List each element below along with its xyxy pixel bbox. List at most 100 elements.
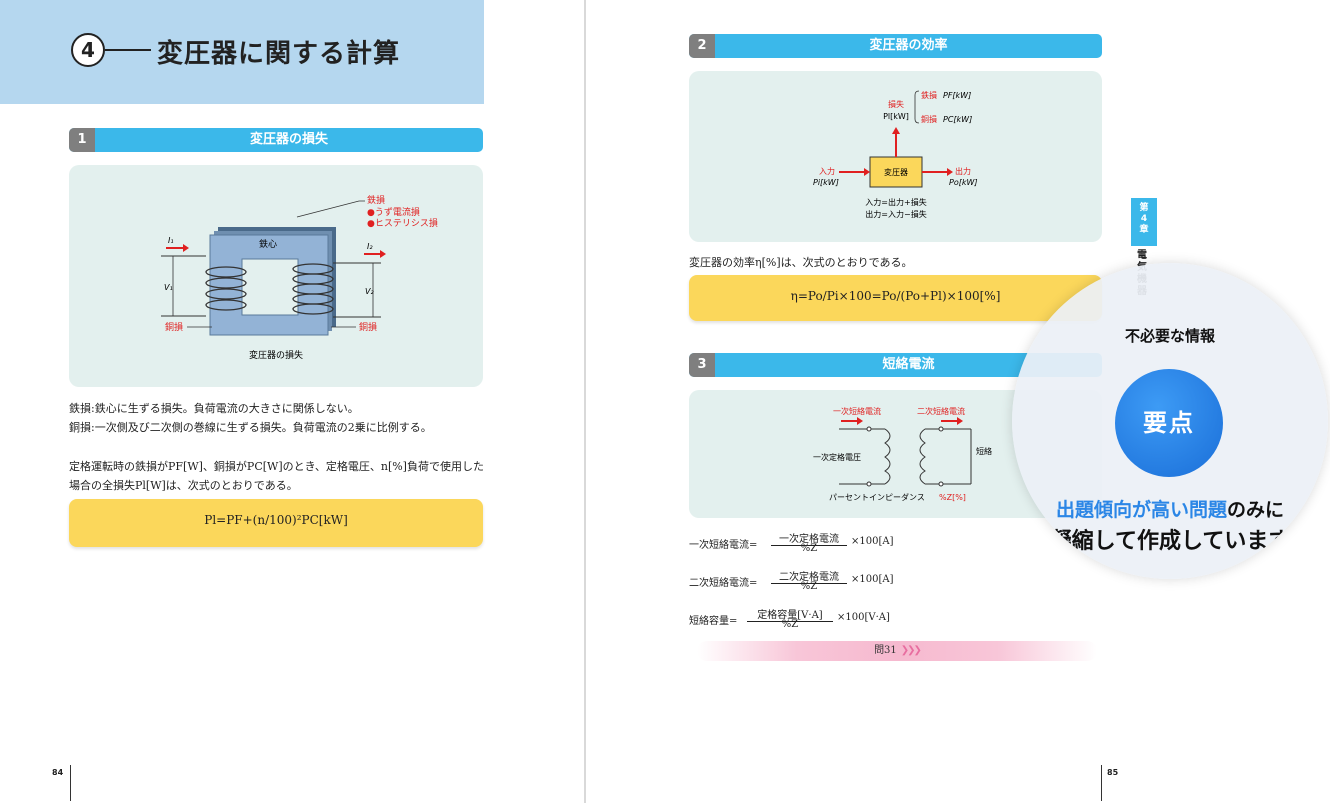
page-tick-left [70,765,71,801]
loss-brace [914,90,920,124]
secondary-coil [292,263,334,315]
iron-loss-label: 鉄損 [367,194,385,206]
circuit-wires [839,428,972,485]
page-number-left: 84 [52,768,64,777]
section-number: 2 [689,34,715,58]
output-symbol: Po[kW] [949,178,978,187]
overlay-line1-rest: のみに [1227,499,1285,521]
eq-numerator: 定格容量[V·A] [747,606,833,622]
efficiency-diagram: 損失 Pl[kW] 鉄損 PF[kW] 銅損 PC[kW] 入力 Pi[kW] … [813,90,978,219]
side-tab-char: 章 [1139,225,1149,235]
key-points-badge: 要点 [1115,369,1223,477]
eq-rhs: ×100[A] [851,574,894,585]
side-subject-char: 電 [1137,250,1147,261]
section-title: 変圧器の効率 [869,38,948,53]
terminal [938,426,944,432]
output-label: 出力 [955,166,971,176]
eq-denominator: %Z [800,581,818,592]
total-loss-formula-box: Pl=PF+(n/100)²PC[kW] [69,499,483,547]
terminal [938,481,944,487]
eddy-loss-label: ●うず電流損 [367,206,420,218]
input-arrow-head [864,168,870,176]
short-circuit-diagram: 一次短絡電流 二次短絡電流 一次定格電圧 短絡 パーセントインピーダンス %Z[… [813,406,992,502]
section-bar-1: 1 変圧器の損失 [69,128,483,152]
core-window [241,258,299,316]
eq-denominator: %Z [781,619,799,630]
loss-symbol: Pl[kW] [883,112,909,121]
iron-loss-label: 鉄損 [921,90,937,100]
input-symbol: Pi[kW] [813,178,839,187]
i2-arrow-head [380,250,386,258]
eq-denominator: %Z [800,543,818,554]
total-loss-text: 定格運転時の鉄損がPF[W]、銅損がPC[W]のとき、定格電圧、n[%]負荷で使… [69,457,484,495]
efficiency-text: 変圧器の効率η[%]は、次式のとおりである。 [689,256,913,269]
copper-loss-left-label: 銅損 [165,321,183,333]
eq-rhs: ×100[V·A] [837,612,890,623]
input-label: 入力 [819,166,835,176]
primary-coil [205,266,247,311]
i1-label: I₁ [168,236,174,245]
iron-loss-leader [296,200,365,218]
efficiency-figure: 損失 Pl[kW] 鉄損 PF[kW] 銅損 PC[kW] 入力 Pi[kW] … [689,71,1102,242]
side-tab-char: 第 [1139,203,1149,213]
core-label: 鉄心 [259,238,277,250]
overlay-line2: 凝縮して作成しています [1049,529,1291,554]
eq-numerator: 一次定格電流 [771,530,847,546]
related-question-link[interactable]: 問31❯❯❯ [697,641,1097,661]
core-front [209,234,329,336]
loss-definitions: 鉄損:鉄心に生ずる損失。負荷電流の大きさに関係しない。 銅損:一次側及び二次側の… [69,399,432,437]
copper-loss-symbol: PC[kW] [943,115,972,124]
overlay-line1: 出題傾向が高い問題のみに [1012,495,1328,522]
v1-label: V₁ [164,283,173,292]
transformer-label: 変圧器 [884,167,908,177]
section-number: 3 [689,353,715,377]
chapter-divider [105,49,151,51]
impedance-symbol: %Z[%] [939,493,966,502]
eq-lhs: 短絡容量= [689,616,738,627]
hysteresis-loss-label: ●ヒステリシス損 [367,217,438,229]
copper-loss-definition: 銅損:一次側及び二次側の巻線に生ずる損失。負荷電流の2乗に比例する。 [69,421,432,434]
loss-arrow-head [892,127,900,134]
efficiency-formula-box: η=Po/Pi×100=Po/(Po+Pl)×100[%] [689,275,1102,321]
secondary-current-label: 二次短絡電流 [917,406,965,416]
relation-2: 出力=入力−損失 [865,209,926,219]
impedance-label: パーセントインピーダンス [829,492,925,502]
copper-loss-label: 銅損 [921,114,937,124]
section-title: 短絡電流 [882,357,935,372]
side-tab-char: 4 [1140,214,1148,224]
relation-1: 入力=出力+損失 [865,197,926,207]
eq-lhs: 一次短絡電流= [689,540,758,551]
primary-current-label: 一次短絡電流 [833,406,881,416]
key-points-overlay: 不必要な情報 要点 出題傾向が高い問題のみに 凝縮して作成しています [1012,263,1328,579]
iron-loss-definition: 鉄損:鉄心に生ずる損失。負荷電流の大きさに関係しない。 [69,402,359,415]
loss-label: 損失 [888,99,904,109]
transformer-core-diagram: 鉄心 鉄損 ●うず電流損 ●ヒステリシス損 I₁ I₂ V₁ V₂ 銅損 銅損 … [161,194,438,361]
iron-loss-symbol: PF[kW] [943,91,971,100]
overlay-highlight: 出題傾向が高い問題 [1055,499,1227,521]
secondary-current-arrow-head [957,417,963,425]
short-label: 短絡 [976,446,992,456]
i2-label: I₂ [367,242,373,251]
v2-label: V₂ [365,287,374,296]
question-link-label: 問31 [874,645,897,656]
chapter-number: 4 [71,33,105,67]
eq-rhs: ×100[A] [851,536,894,547]
page-spine [584,0,586,803]
terminal [866,426,872,432]
efficiency-formula: η=Po/Pi×100=Po/(Po+Pl)×100[%] [790,289,1001,303]
total-loss-formula: Pl=PF+(n/100)²PC[kW] [204,513,348,527]
eq-numerator: 二次定格電流 [771,568,847,584]
total-loss-line2: 場合の全損失Pl[W]は、次式のとおりである。 [69,479,298,492]
total-loss-line1: 定格運転時の鉄損がPF[W]、銅損がPC[W]のとき、定格電圧、n[%]負荷で使… [69,460,484,473]
rated-voltage-label: 一次定格電圧 [813,452,861,462]
overlay-top-text: 不必要な情報 [1124,327,1215,345]
transformer-loss-figure: 鉄心 鉄損 ●うず電流損 ●ヒステリシス損 I₁ I₂ V₁ V₂ 銅損 銅損 … [69,165,483,387]
page-tick-right [1101,765,1102,801]
section-number: 1 [69,128,95,152]
eq-lhs: 二次短絡電流= [689,578,758,589]
i1-arrow-head [183,244,189,252]
primary-current-arrow-head [857,417,863,425]
copper-loss-right-label: 銅損 [359,321,377,333]
